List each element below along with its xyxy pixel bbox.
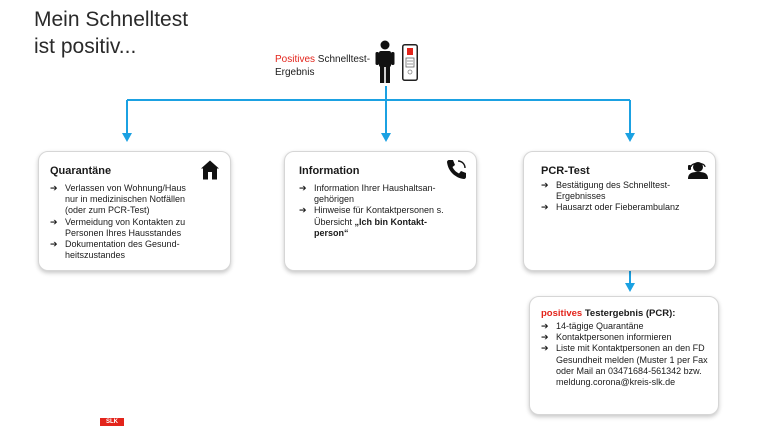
list-item: ➔Hausarzt oder Fieberambulanz [541,202,680,213]
list-item: ➔Bestätigung des Schnelltest-Ergebnisses [541,180,671,202]
quarantine-box: Quarantäne ➔Verlassen von Wohnung/Haus n… [38,151,231,271]
result-highlight: Positives [275,54,316,65]
pcr-test-title: PCR-Test [541,165,590,177]
pcr-test-box: PCR-Test ➔Bestätigung des Schnelltest-Er… [523,151,716,271]
information-box: Information ➔Information Ihrer Haushalts… [284,151,477,271]
person-icon [375,40,395,83]
information-list: ➔Information Ihrer Haushaltsan-gehörigen… [299,183,448,239]
arrow-icon: ➔ [541,332,549,343]
arrow-icon: ➔ [541,343,549,354]
arrow-icon: ➔ [541,180,549,190]
arrow-icon: ➔ [299,205,307,216]
arrowhead-right [625,133,635,142]
arrow-icon: ➔ [50,239,58,250]
list-item: ➔Liste mit Kontaktpersonen an den FD Ges… [541,343,712,388]
arrow-icon: ➔ [541,321,549,331]
list-item: ➔Verlassen von Wohnung/Haus nur in mediz… [50,183,186,216]
test-cassette-icon [402,44,418,81]
page-title: Mein Schnelltest ist positiv... [34,6,188,60]
test-result-label: Positives Schnelltest- Ergebnis [275,53,385,79]
phone-icon [447,160,466,179]
title-line-2: ist positiv... [34,35,137,58]
arrow-icon: ➔ [50,183,58,193]
arrowhead-pcr [625,283,635,292]
pcr-result-title: positives Testergebnis (PCR): [541,308,712,320]
doctor-icon [688,162,708,179]
arrow-icon: ➔ [299,183,307,193]
list-item: ➔Vermeidung von Kontakten zu Personen Ih… [50,216,186,238]
list-item: ➔Kontaktpersonen informieren [541,332,672,343]
quarantine-list: ➔Verlassen von Wohnung/Haus nur in mediz… [50,183,200,261]
arrow-icon: ➔ [50,216,58,227]
pcr-result-list: ➔14-tägige Quarantäne ➔Kontaktpersonen i… [541,321,712,388]
contact-person-highlight: „Ich bin Kontakt-person“ [314,216,428,238]
title-line-1: Mein Schnelltest [34,8,189,31]
result-rest: Schnelltest- [317,54,371,65]
list-item: ➔14-tägige Quarantäne [541,321,644,331]
pcr-result-box: positives Testergebnis (PCR): ➔14-tägige… [529,296,719,415]
arrowhead-left [122,133,132,142]
result-line2: Ergebnis [275,67,315,78]
list-item: ➔Hinweise für Kontaktpersonen s. Übersic… [299,205,444,238]
quarantine-title: Quarantäne [50,165,112,177]
pcr-result-highlight: positives [541,308,583,319]
information-title: Information [299,165,360,177]
list-item: ➔Dokumentation des Gesund-heitszustandes [50,239,180,261]
arrow-icon: ➔ [541,202,549,213]
district-logo: SLK [100,418,124,426]
arrowhead-middle [381,133,391,142]
pcr-result-title-rest: Testergebnis (PCR): [584,308,676,319]
contact-email: meldung.corona@kreis-slk.de [556,377,676,388]
list-item: ➔Information Ihrer Haushaltsan-gehörigen [299,183,436,205]
house-icon [201,160,219,180]
pcr-test-list: ➔Bestätigung des Schnelltest-Ergebnisses… [541,180,687,214]
